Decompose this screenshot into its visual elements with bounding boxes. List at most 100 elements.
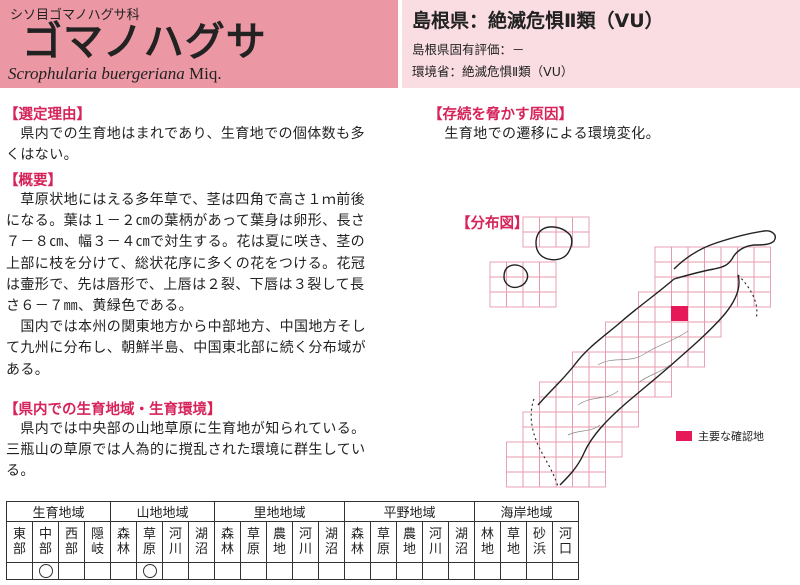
category-cell: 農地	[396, 521, 423, 563]
map-grid-cell	[572, 366, 590, 383]
map-grid-cell	[654, 321, 672, 338]
mark-cell	[318, 562, 345, 580]
mark-cell	[474, 562, 501, 580]
map-grid-cell	[539, 441, 557, 458]
habitat-line: 県内では中央部の山地草原に生育地が知られている。	[6, 421, 366, 437]
map-grid-cell	[572, 381, 590, 398]
map-grid-cell	[687, 291, 705, 308]
mark-cell	[188, 562, 215, 580]
overview-line: ある。	[6, 361, 50, 378]
map-grid-cell	[572, 471, 590, 488]
map-grid-cell	[605, 381, 623, 398]
map-grid-cell	[621, 366, 639, 383]
map-grid-cell	[704, 291, 722, 308]
confirmed-site-marker	[671, 306, 688, 321]
map-grid-cell	[489, 291, 507, 308]
map-grid-cell	[687, 321, 705, 338]
map-grid-cell	[704, 306, 722, 323]
map-grid-cell	[753, 276, 771, 293]
rank-local: 島根県固有評価：－	[412, 42, 525, 57]
mark-cell	[422, 562, 449, 580]
map-grid-cell	[588, 441, 606, 458]
map-grid-cell	[638, 336, 656, 353]
mark-cell	[266, 562, 293, 580]
map-grid-cell	[555, 381, 573, 398]
map-grid-cell	[572, 441, 590, 458]
map-grid-cell	[671, 321, 689, 338]
map-grid-cell	[522, 291, 540, 308]
group-cell: 里地地域	[214, 501, 345, 522]
map-grid-cell	[506, 471, 524, 488]
map-grid-cell	[539, 411, 557, 428]
mark-cell	[214, 562, 241, 580]
map-grid-cell	[654, 306, 672, 323]
presence-mark	[38, 564, 53, 578]
map-grid-cell	[638, 381, 656, 398]
map-title: 【分布図】	[456, 216, 529, 232]
mark-cell	[240, 562, 267, 580]
map-grid-cell	[522, 426, 540, 443]
reason-line: 県内での生育地はまれであり、生育地での個体数も多	[6, 126, 365, 142]
map-grid-cell	[654, 261, 672, 278]
map-grid-cell	[588, 366, 606, 383]
mark-cell	[448, 562, 475, 580]
category-cell: 東部	[6, 521, 33, 563]
map-border	[530, 274, 758, 488]
map-grid-cell	[737, 291, 755, 308]
overview-line: 国内では本州の関東地方から中部地方、中国地方そし	[6, 319, 366, 336]
map-grid-cell	[720, 276, 738, 293]
map-grid-cell	[605, 366, 623, 383]
group-row: 生育地域 山地地域 里地地域 平野地域 海岸地域	[6, 501, 579, 522]
mark-cell	[552, 562, 579, 580]
map-grid-cell	[522, 441, 540, 458]
scientific-name: Scrophularia buergeriana Miq.	[8, 64, 222, 84]
map-grid-cell	[654, 351, 672, 368]
habitat-table: 生育地域 山地地域 里地地域 平野地域 海岸地域 東部中部西部隠岐森林草原河川湖…	[6, 501, 579, 580]
scientific-author: Miq.	[189, 64, 222, 83]
threat-line: 生育地での遷移による環境変化。	[430, 126, 660, 142]
map-grid-cell	[753, 261, 771, 278]
map-grid-cell	[654, 336, 672, 353]
map-grid-cell	[522, 276, 540, 293]
group-cell: 平野地域	[344, 501, 475, 522]
group-cell: 生育地域	[6, 501, 111, 522]
map-grid-cell	[588, 351, 606, 368]
mark-cell	[292, 562, 319, 580]
legend-swatch	[676, 431, 692, 441]
category-cell: 林地	[474, 521, 501, 563]
habitat-line: 三瓶山の草原では人為的に撹乱された環境に群生してい	[6, 442, 366, 459]
mark-cell	[6, 562, 33, 580]
category-cell: 草原	[240, 521, 267, 563]
map-grid-cell	[671, 291, 689, 308]
threat-text: 生育地での遷移による環境変化。	[430, 124, 660, 145]
map-grid-cell	[555, 456, 573, 473]
reason-text: 県内での生育地はまれであり、生育地での個体数も多 くはない。	[6, 124, 365, 166]
map-grid-cell	[588, 381, 606, 398]
reason-line: くはない。	[6, 147, 78, 164]
map-grid-cell	[539, 231, 557, 248]
map-grid-cell	[638, 351, 656, 368]
category-cell: 草原	[370, 521, 397, 563]
scientific-binomial: Scrophularia buergeriana	[8, 64, 185, 83]
category-cell: 河川	[162, 521, 189, 563]
category-cell: 河口	[552, 521, 579, 563]
mark-cell	[396, 562, 423, 580]
mark-cell	[370, 562, 397, 580]
overview-line: になる。葉は１－２㎝の葉柄があって葉身は卵形、長さ	[6, 213, 366, 230]
map-grid-cell	[572, 231, 590, 248]
map-grid-cell	[555, 396, 573, 413]
map-grid-cell	[522, 471, 540, 488]
presence-mark	[142, 564, 157, 578]
map-grid-cell	[621, 321, 639, 338]
map-grid-cell	[638, 321, 656, 338]
map-grid-cell	[605, 381, 623, 398]
map-grid-cell	[506, 291, 524, 308]
map-grid-cell	[671, 321, 689, 338]
map-grid-cell	[737, 276, 755, 293]
mark-cell	[58, 562, 85, 580]
map-grid-cell	[704, 246, 722, 263]
category-cell: 湖沼	[448, 521, 475, 563]
redlist-rank-panel: 島根県：絶滅危惧Ⅱ類（VU） 島根県固有評価：－ 環境省：絶滅危惧Ⅱ類（VU）	[402, 0, 800, 88]
category-cell: 西部	[58, 521, 85, 563]
overview-line: ７－８㎝、幅３－４㎝で対生する。花は夏に咲き、茎の	[6, 234, 366, 251]
